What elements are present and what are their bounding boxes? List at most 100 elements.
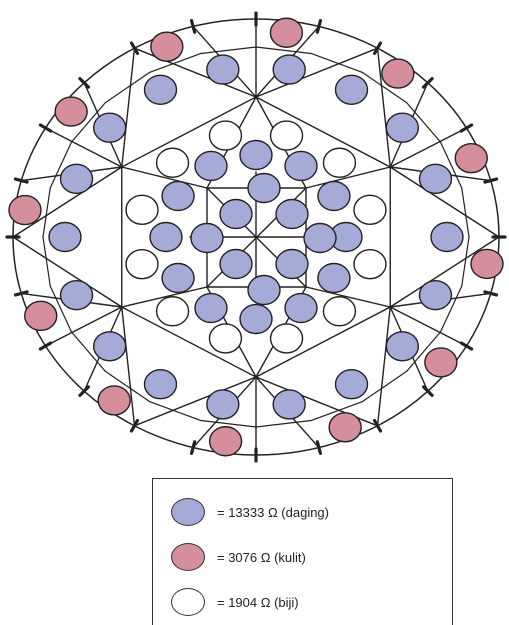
spoke-wire <box>389 236 500 308</box>
daging-resistor <box>59 279 94 311</box>
kulit-resistor <box>381 58 415 89</box>
daging-resistor <box>206 54 240 85</box>
daging-resistor <box>430 221 464 253</box>
ring-wire <box>121 96 257 168</box>
spoke-wire <box>44 127 123 168</box>
daging-resistor <box>161 180 195 212</box>
outer-ring-wire <box>406 331 442 372</box>
daging-resistor <box>206 389 240 420</box>
ring-wire <box>121 306 257 378</box>
spoke-wire <box>376 47 391 168</box>
daging-resistor <box>303 222 337 254</box>
outer-ring-wire <box>104 370 151 403</box>
outer-ring-wire <box>361 370 408 403</box>
outer-ring-wire <box>255 46 312 55</box>
kulit-resistor <box>24 300 58 332</box>
legend-item-daging: = 13333 Ω (daging) <box>171 497 329 527</box>
resistor-mesh-diagram <box>5 11 507 463</box>
daging-resistor <box>418 163 453 195</box>
legend-label-biji: = 1904 Ω (biji) <box>217 594 299 610</box>
spoke-wire <box>255 47 379 98</box>
outer-ring-wire <box>70 331 106 372</box>
biji-resistor <box>155 147 190 178</box>
outer-ring-wire <box>200 46 257 55</box>
daging-resistor <box>317 262 351 294</box>
kulit-resistor <box>54 96 88 127</box>
outer-ring-wire <box>310 52 364 74</box>
daging-resistor <box>385 331 420 362</box>
spoke-wire <box>121 47 136 168</box>
spoke-wire <box>389 306 468 347</box>
daging-resistor <box>247 172 281 204</box>
spoke-wire <box>121 306 136 427</box>
biji-resistor <box>322 147 357 178</box>
daging-resistor <box>239 139 273 171</box>
kulit-resistor <box>470 248 504 280</box>
kulit-resistor <box>424 347 458 378</box>
outer-ring-wire <box>148 400 202 422</box>
spoke-wire <box>133 376 257 427</box>
biji-resistor <box>125 194 159 226</box>
kulit-resistor <box>208 426 243 457</box>
daging-resistor <box>239 303 273 335</box>
spoke-wire <box>44 306 123 347</box>
hub-square-wire <box>305 166 391 189</box>
outer-ring-wire <box>200 419 257 428</box>
daging-resistor <box>272 389 306 420</box>
daging-swatch <box>171 498 205 526</box>
daging-resistor <box>59 163 94 195</box>
hub-square-wire <box>121 286 208 308</box>
legend: = 13333 Ω (daging) = 3076 Ω (kulit) = 19… <box>152 478 453 625</box>
legend-item-biji: = 1904 Ω (biji) <box>171 587 299 617</box>
outer-ring-wire <box>104 71 151 104</box>
daging-resistor <box>284 150 318 182</box>
daging-resistor <box>272 54 306 85</box>
outer-ring-wire <box>310 400 364 422</box>
daging-resistor <box>275 198 309 230</box>
outer-ring-wire <box>255 419 312 428</box>
outer-ring-wire <box>406 102 442 143</box>
outer-ring-wire <box>461 187 470 238</box>
biji-swatch <box>171 588 205 616</box>
biji-resistor <box>269 323 304 354</box>
ring-wire <box>255 96 391 168</box>
daging-resistor <box>385 112 420 143</box>
daging-resistor <box>418 279 453 311</box>
daging-resistor <box>247 274 281 306</box>
daging-resistor <box>284 292 318 324</box>
daging-resistor <box>143 74 178 105</box>
outer-ring-wire <box>461 236 470 287</box>
daging-resistor <box>334 74 369 105</box>
outer-ring-wire <box>49 141 73 189</box>
legend-item-kulit: = 3076 Ω (kulit) <box>171 542 306 572</box>
biji-resistor <box>208 323 243 354</box>
kulit-resistor <box>8 194 42 226</box>
spoke-wire <box>389 127 468 168</box>
daging-resistor <box>219 198 253 230</box>
outer-ring-wire <box>70 102 106 143</box>
kulit-resistor <box>269 17 304 48</box>
outer-ring-wire <box>439 141 463 189</box>
biji-resistor <box>125 248 159 280</box>
outer-ring-wire <box>148 52 202 74</box>
kulit-resistor <box>97 385 131 416</box>
spoke-wire <box>376 306 391 427</box>
biji-resistor <box>322 296 357 327</box>
legend-label-kulit: = 3076 Ω (kulit) <box>217 549 306 565</box>
outer-ring-wire <box>439 285 463 333</box>
spoke-wire <box>389 166 500 238</box>
kulit-resistor <box>328 412 362 443</box>
spoke-wire <box>12 236 123 308</box>
kulit-swatch <box>171 543 205 571</box>
daging-resistor <box>149 221 183 253</box>
biji-resistor <box>353 248 387 280</box>
daging-resistor <box>92 331 127 362</box>
biji-resistor <box>155 296 190 327</box>
hub-square-wire <box>121 166 208 189</box>
daging-resistor <box>161 262 195 294</box>
daging-resistor <box>317 180 351 212</box>
daging-resistor <box>48 221 82 253</box>
outer-ring-wire <box>49 285 73 333</box>
ring-wire <box>255 306 391 378</box>
kulit-resistor <box>454 142 488 174</box>
